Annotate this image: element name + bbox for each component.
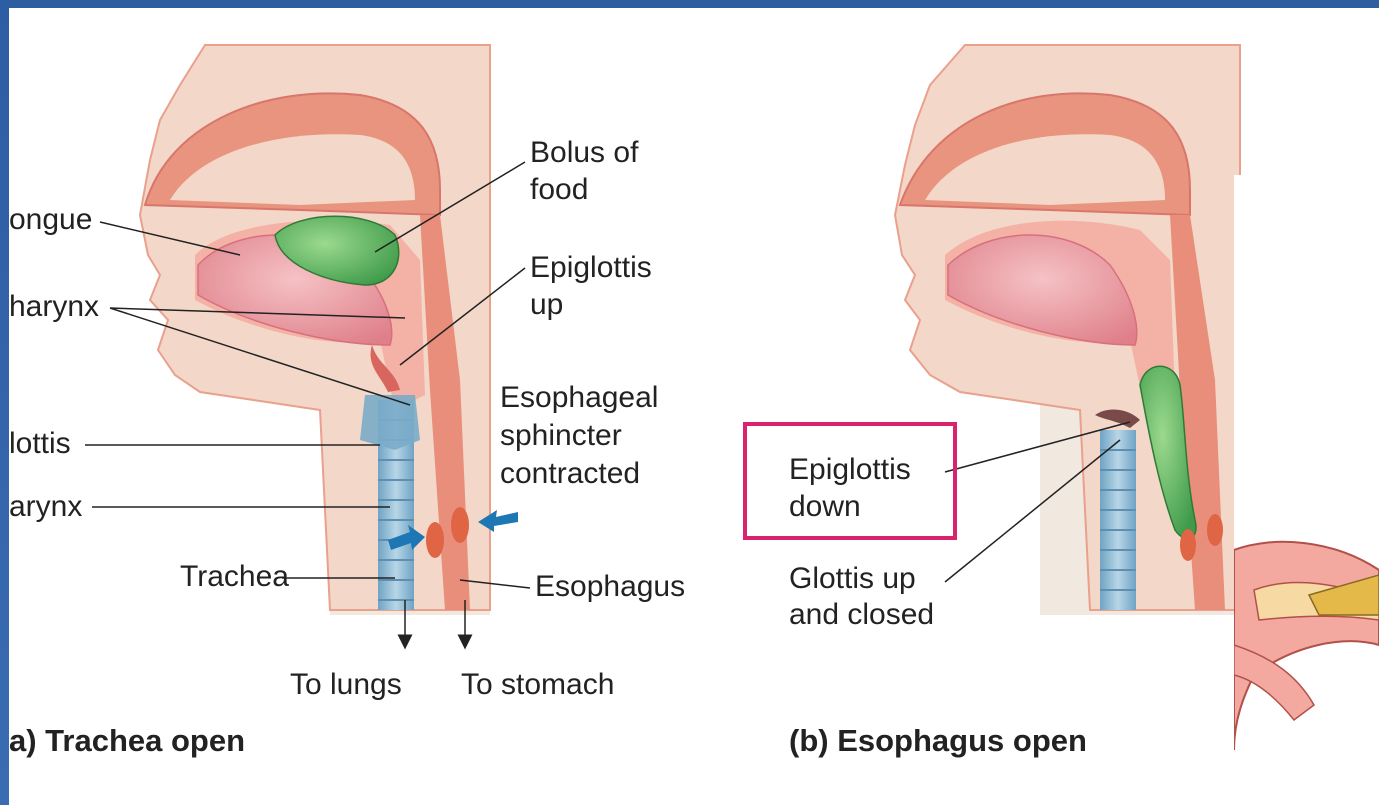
- label-epiglottis-down-line1: Epiglottis: [789, 453, 911, 487]
- label-larynx: arynx: [9, 490, 82, 524]
- label-tongue: ongue: [9, 203, 92, 237]
- inset-swallow-illustration: [1234, 175, 1379, 805]
- label-glottis-up-line2: and closed: [789, 598, 934, 632]
- label-epiglottis-up-line2: up: [530, 288, 563, 322]
- label-trachea: Trachea: [180, 560, 289, 594]
- label-bolus-line1: Bolus of: [530, 136, 638, 170]
- label-sphincter-line1: Esophageal: [500, 381, 658, 415]
- caption-panel-a: a) Trachea open: [9, 723, 245, 759]
- label-to-stomach: To stomach: [461, 668, 614, 702]
- label-epiglottis-up-line1: Epiglottis: [530, 251, 652, 285]
- label-sphincter-line3: contracted: [500, 457, 640, 491]
- label-sphincter-line2: sphincter: [500, 419, 622, 453]
- label-epiglottis-down-line2: down: [789, 490, 861, 524]
- caption-panel-b: (b) Esophagus open: [789, 723, 1087, 759]
- label-esophagus: Esophagus: [535, 570, 685, 604]
- inset-mouth-illustration: [1234, 175, 1379, 805]
- label-glottis: lottis: [9, 427, 71, 461]
- label-bolus-line2: food: [530, 173, 588, 207]
- label-to-lungs: To lungs: [290, 668, 402, 702]
- panel-a-head: [140, 45, 518, 615]
- label-pharynx: harynx: [9, 290, 99, 324]
- label-glottis-up-line1: Glottis up: [789, 562, 916, 596]
